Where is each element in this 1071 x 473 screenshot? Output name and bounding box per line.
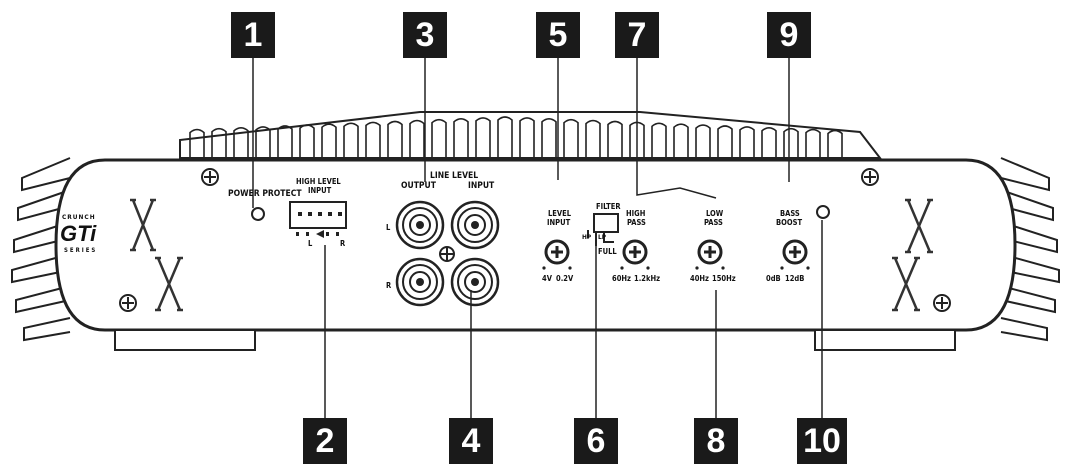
bb-max-label: 12dB [785, 274, 805, 283]
low-pass-label-1: LOW [706, 209, 724, 218]
line-level-label: LINE LEVEL [430, 171, 479, 181]
rca-jacks [395, 200, 500, 307]
output-label: OUTPUT [401, 181, 436, 191]
rca-jack-1 [395, 200, 445, 250]
left-foot [114, 329, 256, 351]
filter-hp-label: HP [582, 233, 592, 241]
filter-full-label: FULL [598, 247, 617, 256]
hp-min-label: 60Hz [612, 274, 631, 283]
knobs [542, 239, 810, 270]
power-protect-label: POWER PROTECT [228, 189, 302, 199]
callout-1: 1 [231, 12, 275, 58]
x-logos [130, 198, 933, 312]
bass-boost-label-1: BASS [780, 209, 800, 218]
callout-6: 6 [574, 418, 618, 464]
high-level-right-label: R [340, 239, 346, 248]
high-pass-label-1: HIGH [626, 209, 646, 218]
callout-5: 5 [536, 12, 580, 58]
filter-switch [593, 213, 619, 233]
level-min-label: 4V [542, 274, 552, 283]
brand-top: CRUNCH [62, 213, 96, 221]
level-max-label: 0.2V [556, 274, 574, 283]
callout-2: 2 [303, 418, 347, 464]
rca-jack-2 [450, 200, 500, 250]
power-protect-led [251, 207, 265, 221]
leader-lines [252, 58, 823, 425]
level-input-label-1: LEVEL [548, 209, 572, 218]
top-fins [189, 116, 843, 158]
high-level-input-label-2: INPUT [308, 186, 332, 195]
bass-boost-knob [780, 239, 810, 270]
bb-min-label: 0dB [766, 274, 781, 283]
hp-max-label: 1.2kHz [634, 274, 661, 283]
filter-label: FILTER [596, 202, 621, 211]
low-pass-label-2: PASS [704, 218, 723, 227]
left-heatsink-fins [11, 157, 71, 342]
callout-3: 3 [403, 12, 447, 58]
bass-boost-led [816, 205, 830, 219]
level-input-label-2: INPUT [547, 218, 571, 227]
input-label: INPUT [468, 181, 495, 191]
rca-left-label: L [386, 223, 391, 232]
lp-min-label: 40Hz [690, 274, 709, 283]
right-heatsink-fins [1000, 157, 1060, 342]
lp-max-label: 150Hz [712, 274, 736, 283]
callout-4: 4 [449, 418, 493, 464]
low-pass-knob [695, 239, 725, 270]
bass-boost-label-2: BOOST [776, 218, 803, 227]
high-pass-label-2: PASS [627, 218, 646, 227]
rca-right-label: R [386, 281, 392, 290]
rca-jack-4 [450, 257, 500, 307]
callout-8: 8 [694, 418, 738, 464]
high-level-left-label: L [308, 239, 313, 248]
high-pass-knob [620, 239, 650, 270]
callout-10: 10 [797, 418, 847, 464]
callout-7: 7 [615, 12, 659, 58]
callout-9: 9 [767, 12, 811, 58]
filter-lp-label: LP [598, 233, 607, 241]
right-foot [814, 329, 956, 351]
brand-bottom: SERIES [64, 247, 98, 254]
brand-logo: GTi [60, 221, 97, 246]
rca-jack-3 [395, 257, 445, 307]
level-input-knob [542, 239, 572, 270]
high-level-input-label-1: HIGH LEVEL [296, 177, 341, 186]
